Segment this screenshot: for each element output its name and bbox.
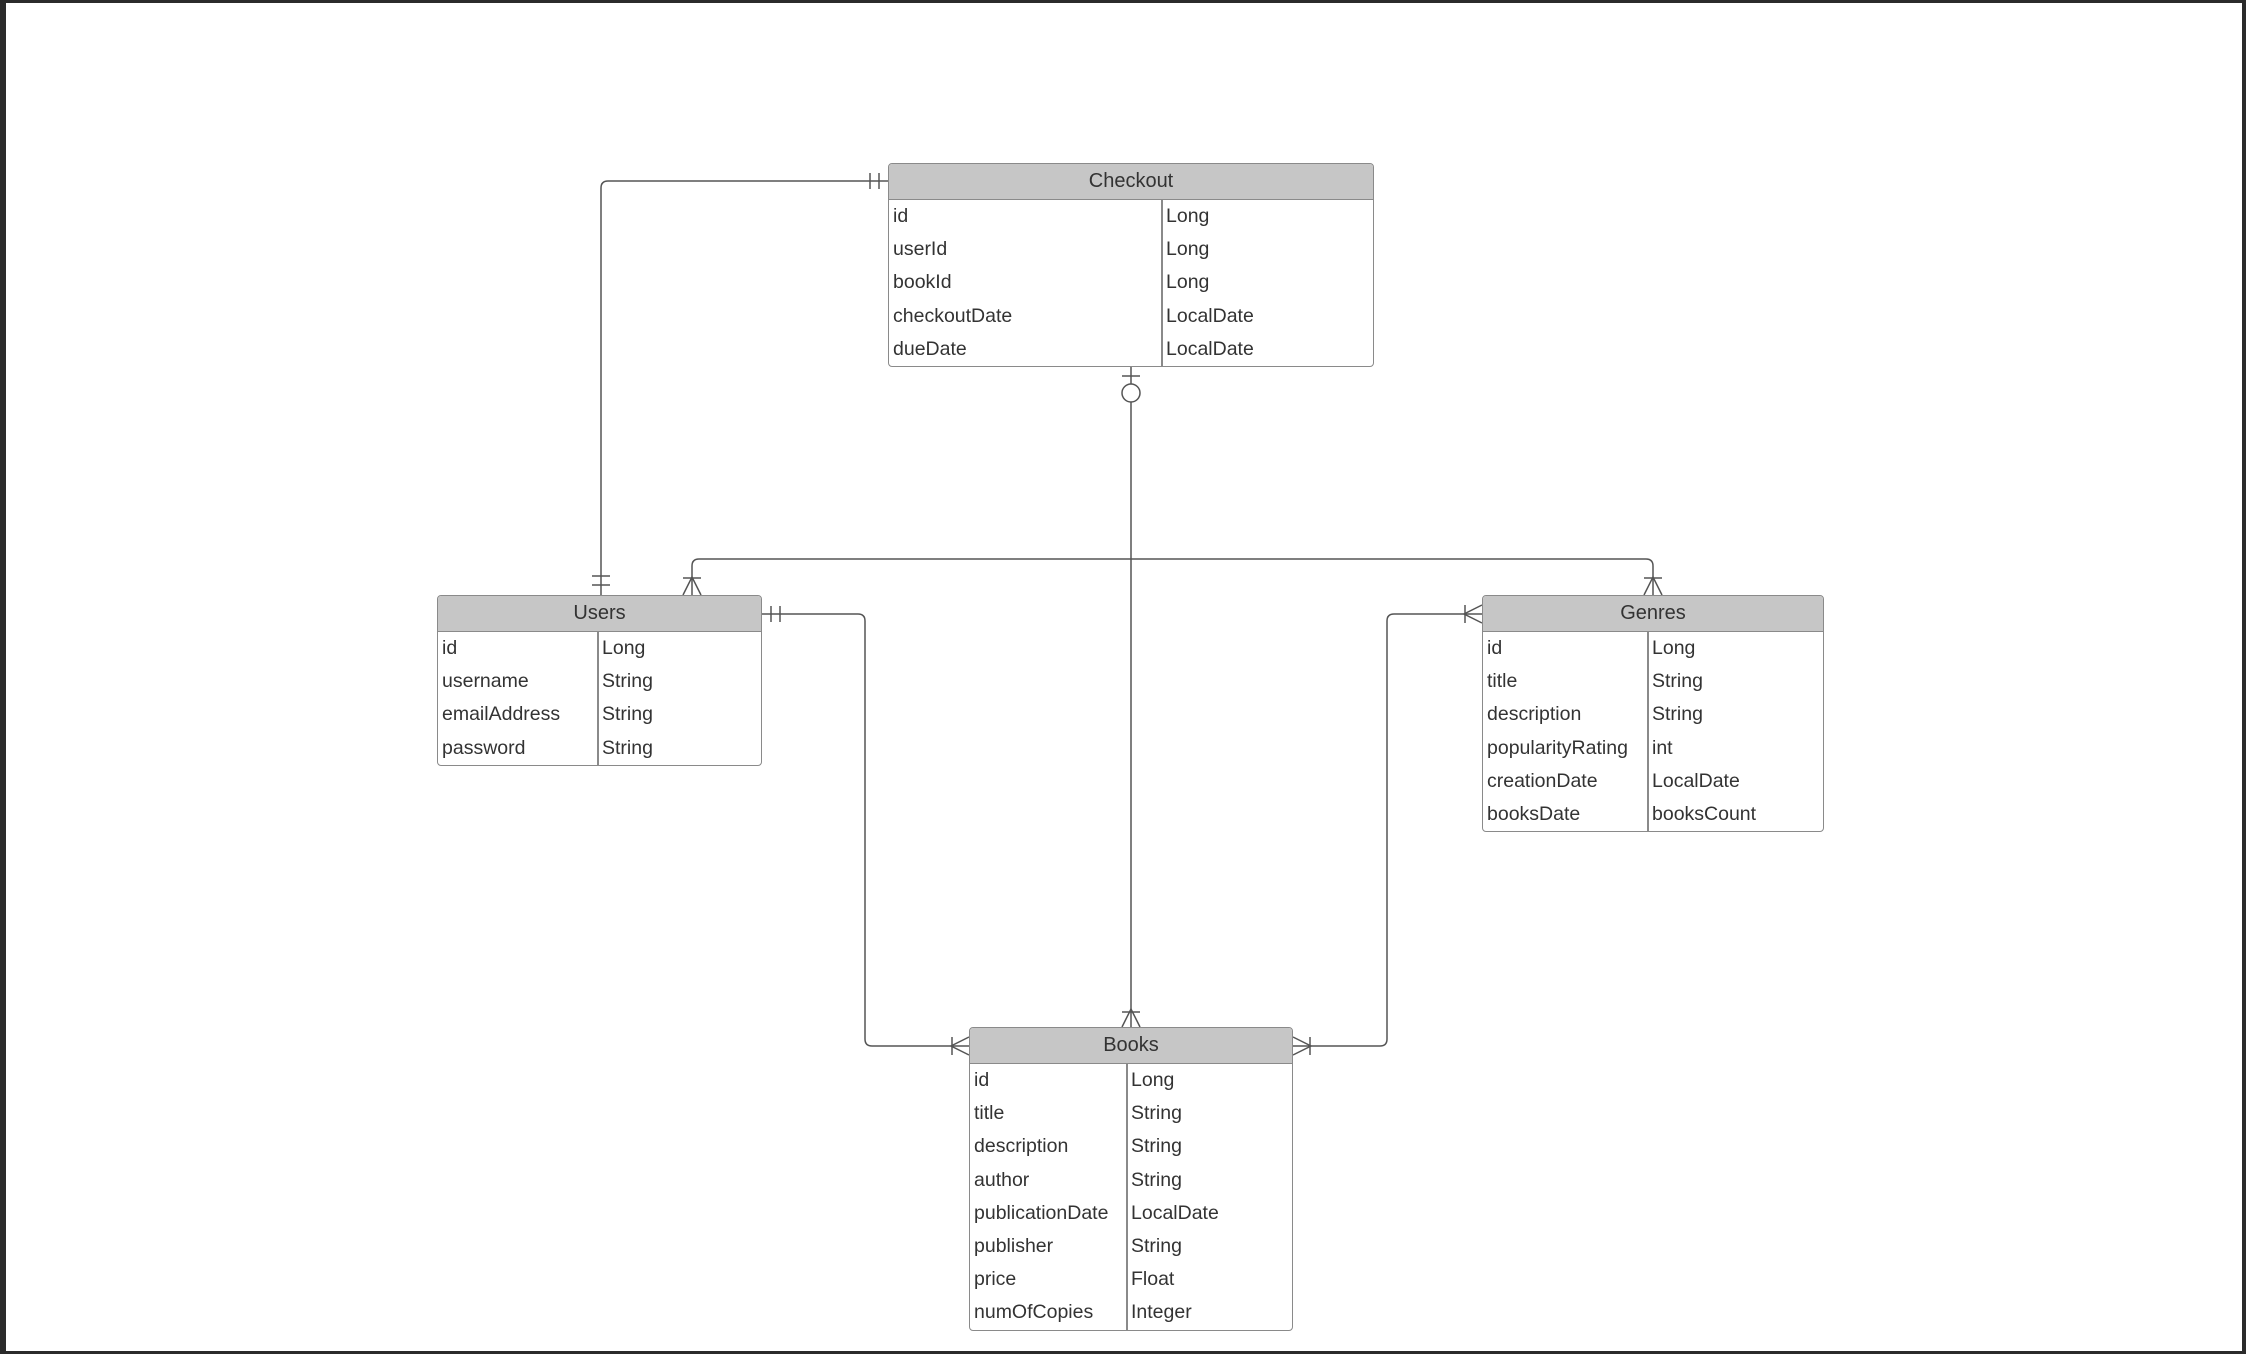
field-type: String [1131, 1168, 1182, 1191]
field-row[interactable]: password String [438, 732, 761, 765]
field-type: Long [1166, 238, 1210, 261]
field-row[interactable]: publisher String [970, 1230, 1292, 1263]
field-type: Long [1131, 1069, 1175, 1092]
field-name: userId [893, 238, 948, 261]
field-row[interactable]: creationDate LocalDate [1483, 765, 1823, 798]
field-type: LocalDate [1166, 337, 1254, 360]
field-name: price [974, 1268, 1017, 1291]
entity-fields: id Long username String emailAddress Str… [438, 632, 761, 765]
field-row[interactable]: username String [438, 665, 761, 698]
field-name: popularityRating [1487, 736, 1628, 759]
field-name: description [974, 1135, 1069, 1158]
field-name: title [1487, 670, 1518, 693]
field-name: id [1487, 637, 1503, 660]
field-name: password [442, 736, 526, 759]
field-name: author [974, 1168, 1030, 1191]
entity-title: Books [970, 1028, 1292, 1064]
field-row[interactable]: numOfCopies Integer [970, 1296, 1292, 1329]
entity-genres[interactable]: Genres id Long title String description … [1482, 595, 1824, 833]
field-name: id [442, 637, 458, 660]
field-type: String [1652, 670, 1703, 693]
field-type: booksCount [1652, 803, 1757, 826]
field-row[interactable]: popularityRating int [1483, 732, 1823, 765]
field-name: username [442, 670, 529, 693]
field-row[interactable]: bookId Long [889, 266, 1373, 299]
field-type: Float [1131, 1268, 1175, 1291]
field-row[interactable]: dueDate LocalDate [889, 333, 1373, 366]
column-divider [1126, 1064, 1128, 1330]
field-row[interactable]: id Long [970, 1064, 1292, 1097]
field-type: Long [1166, 271, 1210, 294]
field-row[interactable]: description String [970, 1130, 1292, 1163]
entity-checkout[interactable]: Checkout id Long userId Long bookId Long… [888, 163, 1374, 367]
field-name: id [974, 1069, 990, 1092]
field-type: Long [1652, 637, 1696, 660]
field-name: checkoutDate [893, 304, 1013, 327]
field-type: Long [602, 637, 646, 660]
field-type: int [1652, 736, 1673, 759]
field-row[interactable]: author String [970, 1164, 1292, 1197]
field-name: emailAddress [442, 703, 561, 726]
field-row[interactable]: emailAddress String [438, 698, 761, 731]
field-row[interactable]: id Long [889, 200, 1373, 233]
entity-fields: id Long title String description String … [1483, 632, 1823, 832]
field-type: String [602, 736, 653, 759]
entity-title: Users [438, 596, 761, 632]
field-row[interactable]: booksDate booksCount [1483, 798, 1823, 831]
field-name: dueDate [893, 337, 967, 360]
field-name: title [974, 1102, 1005, 1125]
field-name: publisher [974, 1235, 1054, 1258]
field-name: numOfCopies [974, 1301, 1094, 1324]
field-type: LocalDate [1652, 769, 1740, 792]
field-row[interactable]: title String [970, 1097, 1292, 1130]
field-type: Integer [1131, 1301, 1192, 1324]
field-row[interactable]: id Long [438, 632, 761, 665]
field-name: publicationDate [974, 1201, 1109, 1224]
field-name: description [1487, 703, 1582, 726]
field-name: id [893, 205, 909, 228]
column-divider [1161, 200, 1163, 366]
field-name: creationDate [1487, 769, 1598, 792]
entity-fields: id Long title String description String … [970, 1064, 1292, 1330]
field-type: String [602, 703, 653, 726]
column-divider [597, 632, 599, 765]
entity-fields: id Long userId Long bookId Long checkout… [889, 200, 1373, 366]
field-row[interactable]: publicationDate LocalDate [970, 1197, 1292, 1230]
field-row[interactable]: id Long [1483, 632, 1823, 665]
entity-books[interactable]: Books id Long title String description S… [969, 1027, 1293, 1331]
field-type: Long [1166, 205, 1210, 228]
field-type: LocalDate [1131, 1201, 1219, 1224]
field-type: String [1131, 1235, 1182, 1258]
entity-title: Genres [1483, 596, 1823, 632]
field-row[interactable]: userId Long [889, 233, 1373, 266]
field-type: String [1131, 1135, 1182, 1158]
field-name: booksDate [1487, 803, 1581, 826]
field-type: LocalDate [1166, 304, 1254, 327]
entity-users[interactable]: Users id Long username String emailAddre… [437, 595, 762, 766]
entity-title: Checkout [889, 164, 1373, 200]
field-name: bookId [893, 271, 952, 294]
column-divider [1647, 632, 1649, 832]
field-row[interactable]: description String [1483, 698, 1823, 731]
field-row[interactable]: checkoutDate LocalDate [889, 300, 1373, 333]
field-row[interactable]: price Float [970, 1263, 1292, 1296]
field-type: String [1652, 703, 1703, 726]
field-type: String [1131, 1102, 1182, 1125]
field-type: String [602, 670, 653, 693]
field-row[interactable]: title String [1483, 665, 1823, 698]
